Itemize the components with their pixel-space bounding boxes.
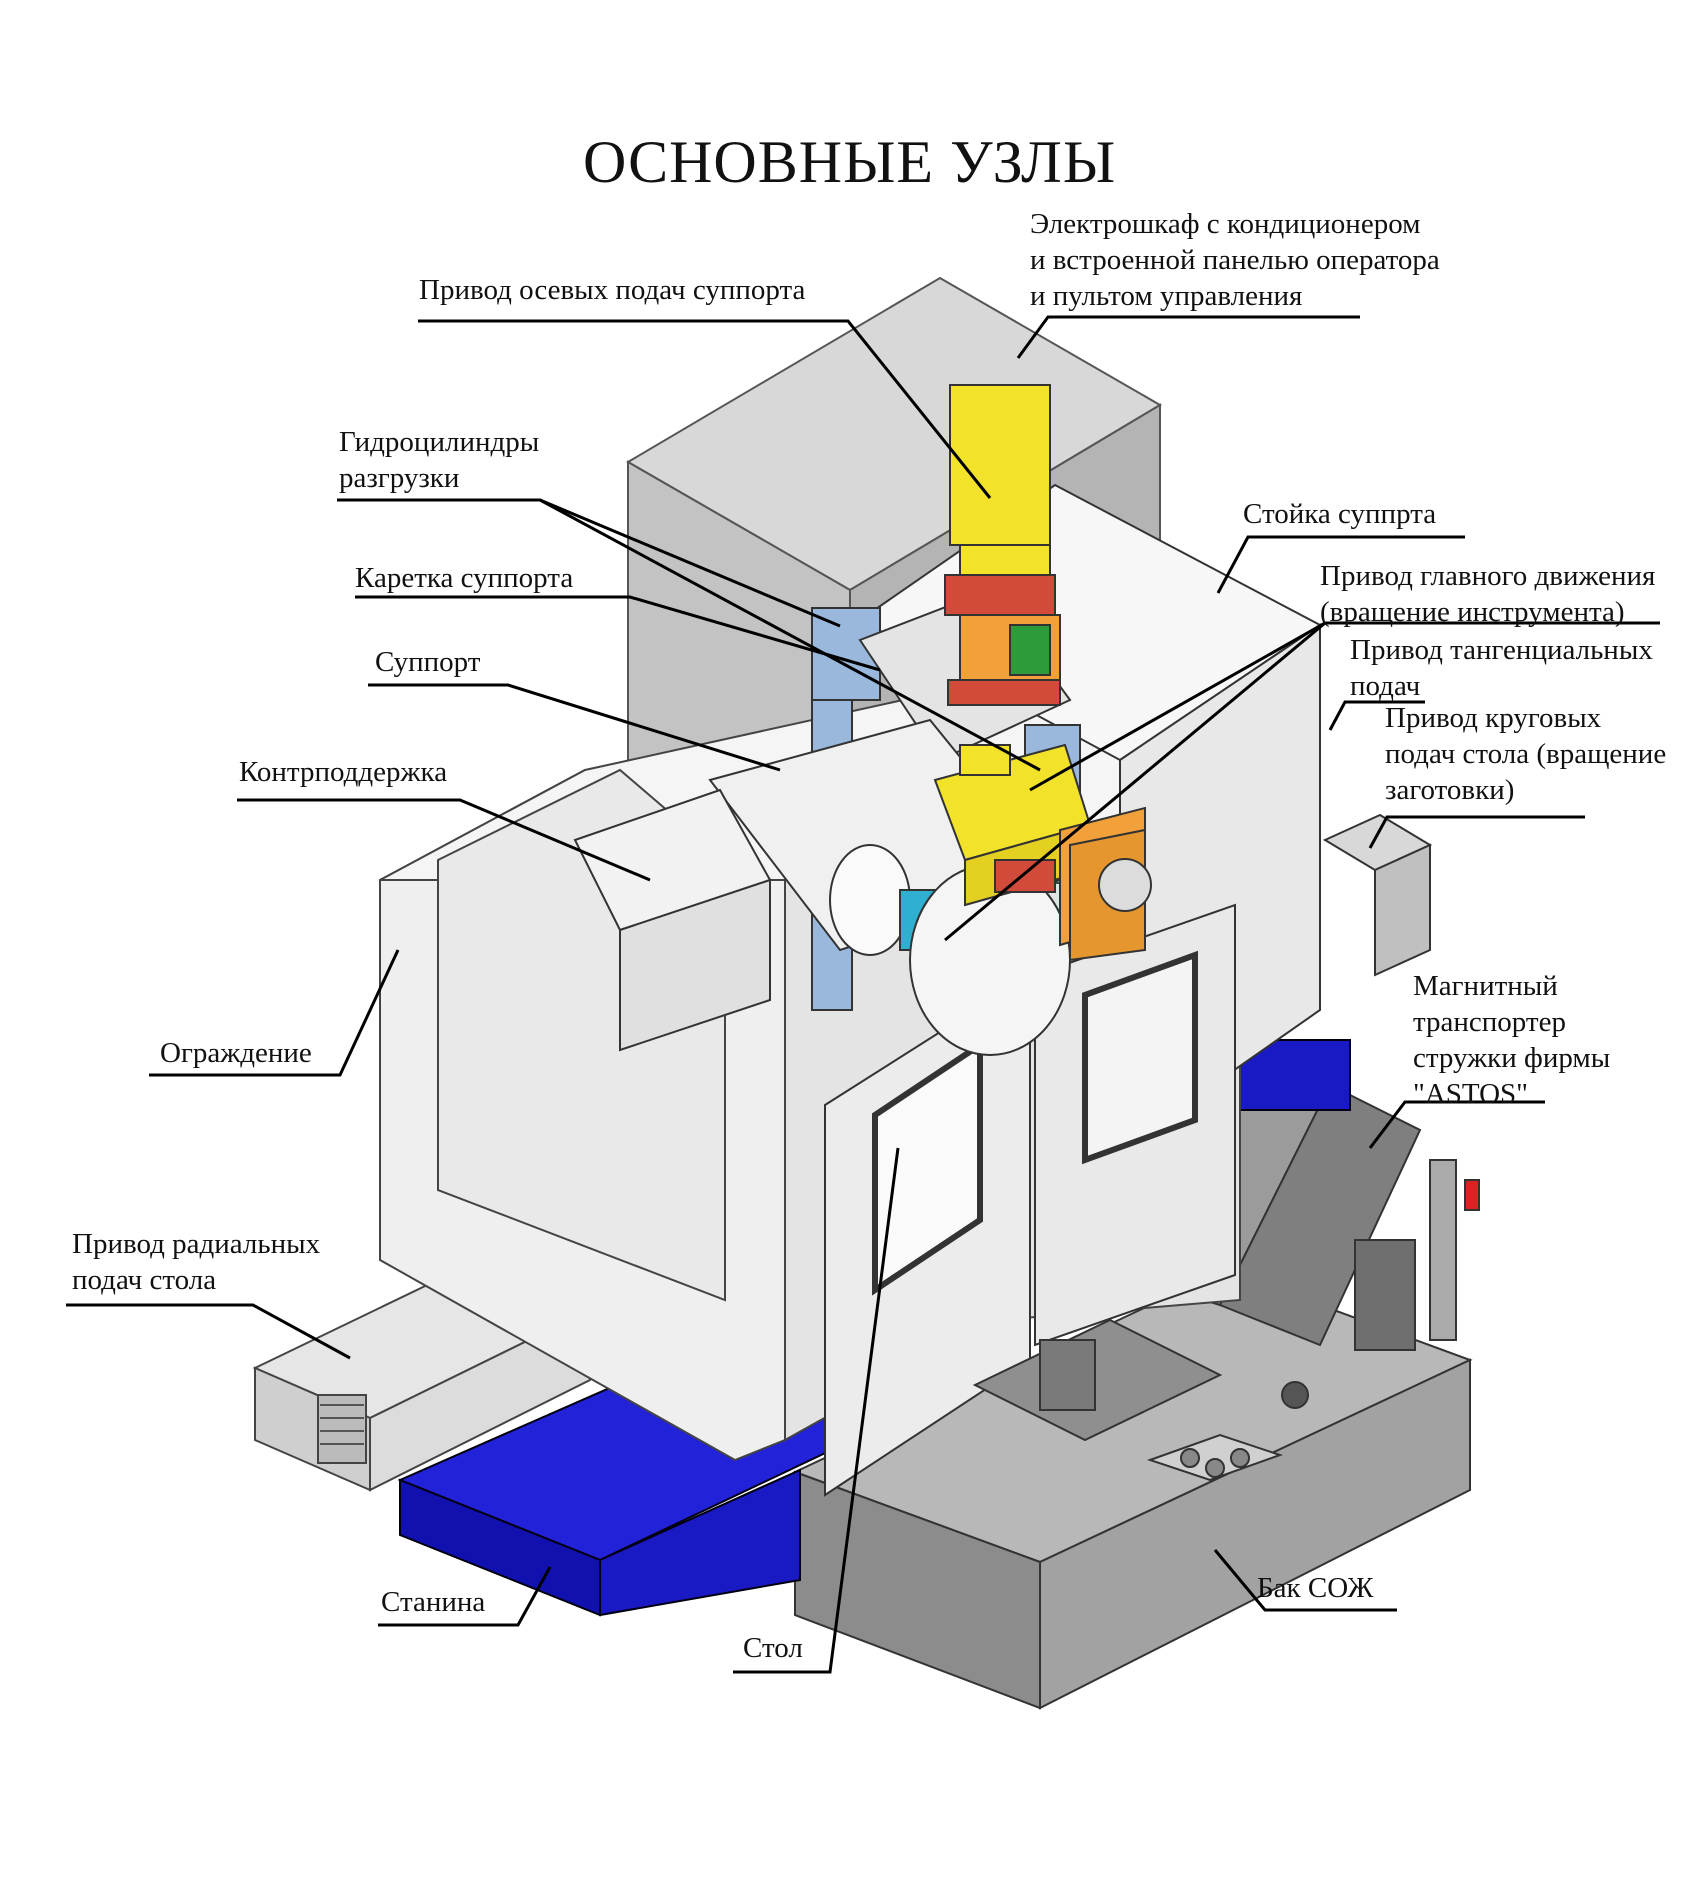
- table-base: [972, 1318, 1223, 1442]
- label-line: Контрподдержка: [239, 756, 448, 788]
- label-carriage: Каретка суппорта: [355, 560, 573, 596]
- label-hydraulic-cylinders: Гидроцилиндры разгрузки: [339, 424, 539, 496]
- label-counter-support: Контрподдержка: [239, 754, 447, 790]
- circular-feed-box: [1322, 813, 1433, 977]
- label-line: подач стола (вращение: [1385, 738, 1667, 770]
- label-axial-feed-drive: Привод осевых подач суппорта: [419, 272, 805, 308]
- label-table: Стол: [743, 1630, 803, 1666]
- label-line: (вращение инструмента): [1320, 596, 1625, 628]
- label-electrical-cabinet: Электрошкаф с кондиционером и встроенной…: [1030, 206, 1440, 314]
- label-line: подач: [1350, 670, 1421, 702]
- label-line: Бак СОЖ: [1257, 1572, 1374, 1604]
- label-line: стружки фирмы: [1413, 1042, 1611, 1074]
- label-line: Привод круговых: [1385, 702, 1602, 734]
- label-chip-conveyor: Магнитный транспортер стружки фирмы "AST…: [1413, 968, 1610, 1112]
- label-circular-feed-drive: Привод круговых подач стола (вращение за…: [1385, 700, 1666, 808]
- label-line: Стол: [743, 1632, 803, 1664]
- coolant-tank: [792, 1268, 1473, 1710]
- label-line: Привод тангенциальных: [1350, 634, 1653, 666]
- label-line: Привод осевых подач суппорта: [419, 274, 806, 306]
- label-line: Привод главного движения: [1320, 560, 1656, 592]
- label-support-column: Стойка суппрта: [1243, 496, 1436, 532]
- label-line: Привод радиальных: [72, 1228, 321, 1260]
- label-line: Ограждение: [160, 1037, 312, 1069]
- label-guard: Ограждение: [160, 1035, 312, 1071]
- label-support: Суппорт: [375, 644, 480, 680]
- label-line: транспортер: [1413, 1006, 1566, 1038]
- label-line: Станина: [381, 1586, 486, 1618]
- label-radial-feed-drive: Привод радиальных подач стола: [72, 1226, 320, 1298]
- label-line: Каретка суппорта: [355, 562, 574, 594]
- label-line: "ASTOS": [1413, 1078, 1529, 1110]
- label-line: и встроенной панелью оператора: [1030, 244, 1440, 276]
- label-line: разгрузки: [339, 462, 460, 494]
- label-line: Электрошкаф с кондиционером: [1030, 208, 1421, 240]
- label-coolant-tank: Бак СОЖ: [1257, 1570, 1373, 1606]
- label-bed: Станина: [381, 1584, 485, 1620]
- label-line: подач стола: [72, 1264, 217, 1296]
- label-line: и пультом управления: [1030, 280, 1303, 312]
- circular-feed-gearbox: [994, 806, 1152, 962]
- label-line: Магнитный: [1413, 970, 1558, 1002]
- label-line: Суппорт: [375, 646, 481, 678]
- axial-feed-motor: [944, 384, 1061, 706]
- label-line: заготовки): [1385, 774, 1515, 806]
- label-line: Стойка суппрта: [1243, 498, 1437, 530]
- label-main-drive: Привод главного движения (вращение инстр…: [1320, 558, 1655, 630]
- leader-lines: [66, 315, 1660, 1674]
- counter-support: [573, 788, 772, 1052]
- page-title: ОСНОВНЫЕ УЗЛЫ: [583, 129, 1117, 195]
- label-tangential-feed-drive: Привод тангенциальных подач: [1350, 632, 1653, 704]
- label-line: Гидроцилиндры: [339, 426, 540, 458]
